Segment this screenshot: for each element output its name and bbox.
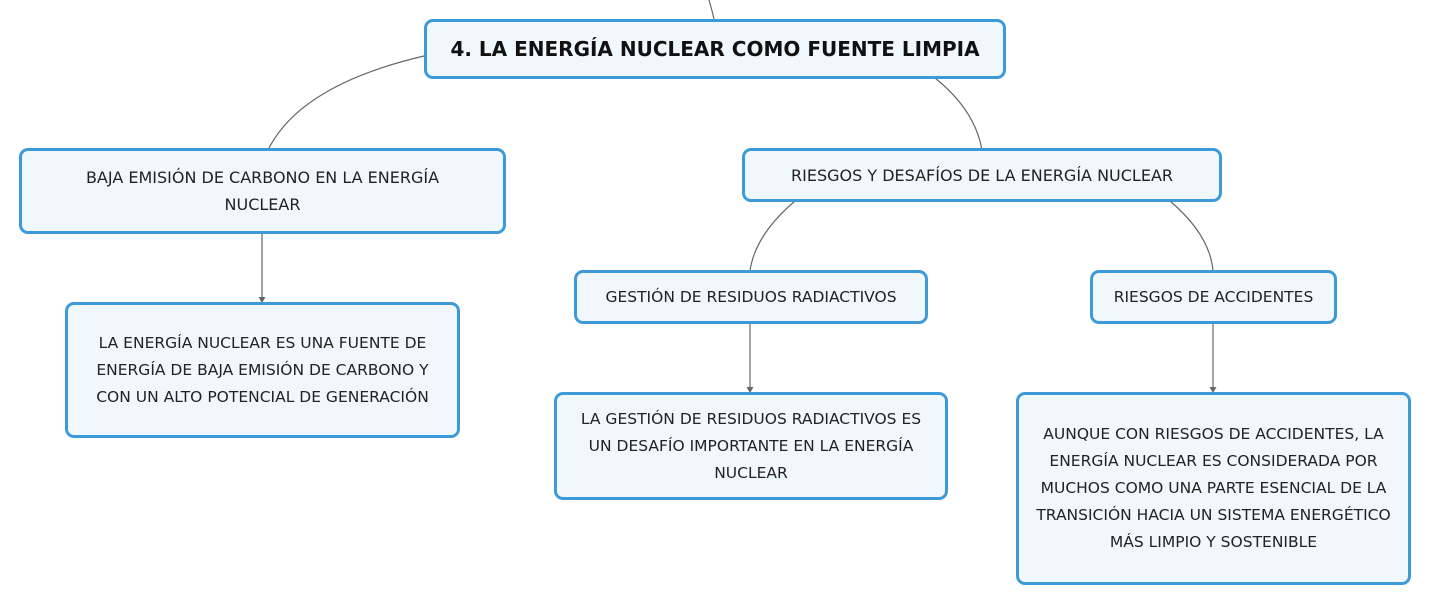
arrowhead-accidents-detail <box>1209 387 1217 393</box>
connector-root-to-low-carbon <box>267 55 425 151</box>
waste-node[interactable]: GESTIÓN DE RESIDUOS RADIACTIVOS <box>574 270 928 324</box>
accidents-node[interactable]: RIESGOS DE ACCIDENTES <box>1090 270 1337 324</box>
waste-detail-node[interactable]: LA GESTIÓN DE RESIDUOS RADIACTIVOS ES UN… <box>554 392 948 500</box>
risks-node[interactable]: RIESGOS Y DESAFÍOS DE LA ENERGÍA NUCLEAR <box>742 148 1222 202</box>
connector-incoming <box>708 0 715 20</box>
connector-risks-to-waste <box>749 200 796 272</box>
connector-risks-to-accidents <box>1169 200 1214 272</box>
low-carbon-detail-node[interactable]: LA ENERGÍA NUCLEAR ES UNA FUENTE DE ENER… <box>65 302 460 438</box>
root-node[interactable]: 4. LA ENERGÍA NUCLEAR COMO FUENTE LIMPIA <box>424 19 1006 79</box>
low-carbon-node[interactable]: BAJA EMISIÓN DE CARBONO EN LA ENERGÍA NU… <box>19 148 506 234</box>
arrowhead-waste-detail <box>746 387 754 393</box>
arrowhead-low-carbon-detail <box>258 297 266 303</box>
accidents-detail-node[interactable]: AUNQUE CON RIESGOS DE ACCIDENTES, LA ENE… <box>1016 392 1411 585</box>
connector-root-to-risks <box>934 77 983 151</box>
